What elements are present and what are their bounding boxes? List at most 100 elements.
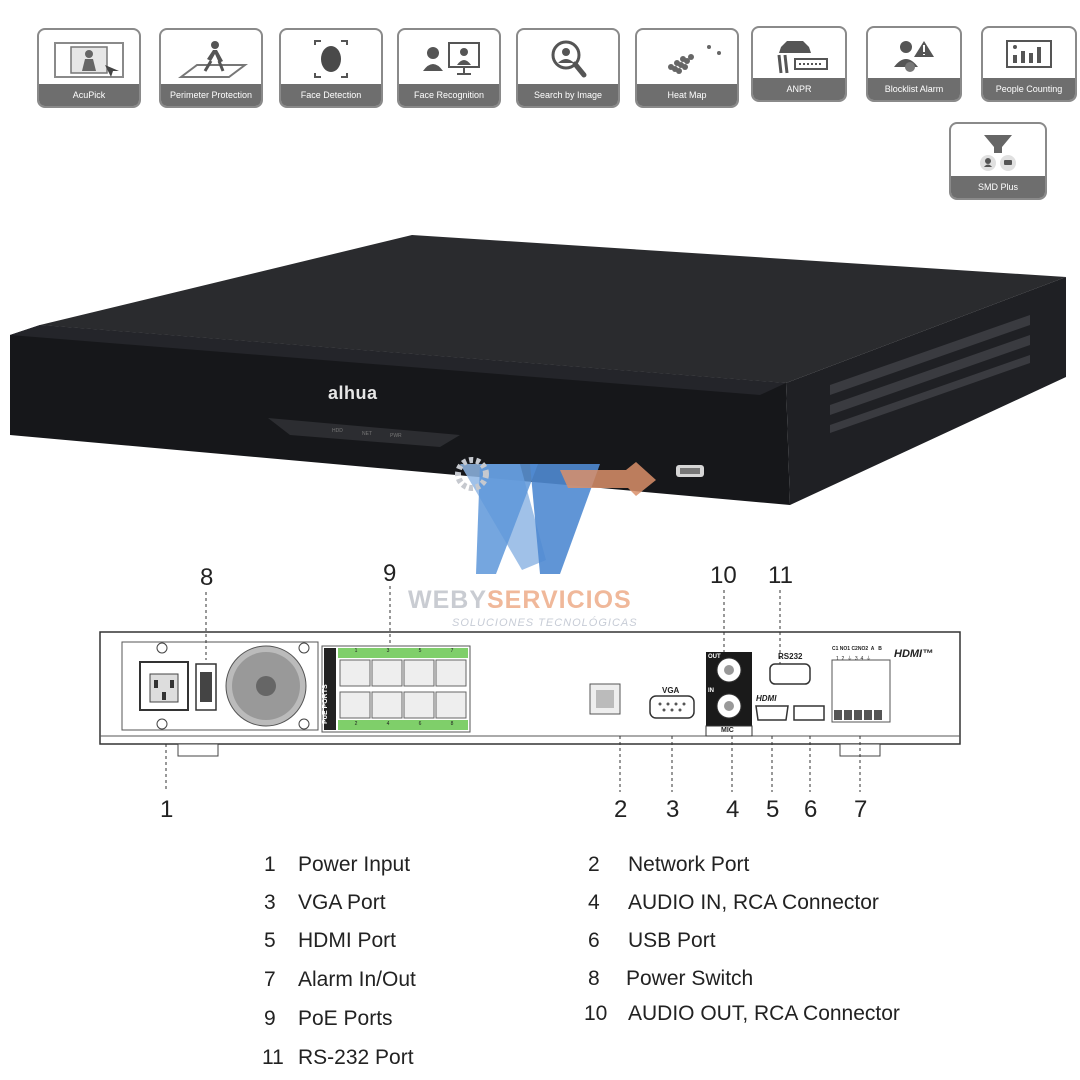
legend-number: 7 <box>264 968 276 991</box>
watermark-logo <box>400 450 690 640</box>
rs232-label: RS232 <box>778 652 803 661</box>
badge-label: ANPR <box>753 78 845 100</box>
legend-number: 3 <box>264 891 276 914</box>
badge-label: Search by Image <box>518 84 618 106</box>
legend-number: 2 <box>588 853 600 876</box>
badge-face-detection: Face Detection <box>279 28 383 108</box>
nvr-rear-panel: PoE PORTS VGA RS232 OUT IN MIC HDMI HDMI… <box>0 560 1080 830</box>
badge-label: AcuPick <box>39 84 139 106</box>
front-led-pwr: PWR <box>390 433 402 439</box>
legend-item: 6 USB Port <box>588 929 716 953</box>
watermark-tagline: SOLUCIONES TECNOLÓGICAS <box>452 617 638 629</box>
badge-label: Face Recognition <box>399 84 499 106</box>
legend-text: Power Switch <box>626 967 754 990</box>
perimeter-protection-icon <box>161 30 261 88</box>
legend-item: 5 HDMI Port <box>264 929 396 953</box>
badge-blocklist-alarm: Blocklist Alarm <box>866 26 962 102</box>
legend-text: Network Port <box>628 853 750 876</box>
brand-logo: alhua <box>328 383 378 403</box>
badge-people-counting: People Counting <box>981 26 1077 102</box>
legend-item: 11 RS-232 Port <box>262 1046 414 1070</box>
heat-map-icon <box>637 30 737 88</box>
badge-perimeter-protection: Perimeter Protection <box>159 28 263 108</box>
badge-label: Face Detection <box>281 84 381 106</box>
callout-8: 8 <box>200 564 214 591</box>
callout-5: 5 <box>766 796 780 823</box>
badge-label: Blocklist Alarm <box>868 78 960 100</box>
hdmi-port-label: HDMI <box>756 694 777 703</box>
callout-1: 1 <box>160 796 174 823</box>
legend-number: 4 <box>588 891 600 914</box>
legend-text: HDMI Port <box>298 929 397 952</box>
nvr-front-view: alhua HDD NET PWR <box>0 225 1080 525</box>
audio-in-label: IN <box>708 688 714 694</box>
legend-number: 11 <box>262 1046 284 1069</box>
legend-text: RS-232 Port <box>298 1046 414 1069</box>
callout-2: 2 <box>614 796 628 823</box>
legend-item: 4 AUDIO IN, RCA Connector <box>588 891 879 915</box>
legend-item: 9 PoE Ports <box>264 1007 393 1031</box>
badge-label: People Counting <box>983 78 1075 100</box>
legend-item: 7 Alarm In/Out <box>264 968 416 992</box>
hdmi-logo: HDMI™ <box>894 648 934 660</box>
legend-number: 6 <box>588 929 600 952</box>
watermark-part1: WEBY <box>408 586 487 614</box>
watermark-part2: SERVICIOS <box>487 586 632 614</box>
legend-item: 1 Power Input <box>264 853 410 877</box>
badge-label: Heat Map <box>637 84 737 106</box>
badge-label: SMD Plus <box>951 176 1045 198</box>
acupick-icon <box>39 30 139 88</box>
poe-port-number: 1 <box>354 648 358 654</box>
face-detection-icon <box>281 30 381 88</box>
vga-label: VGA <box>662 686 680 695</box>
front-led-hdd: HDD <box>332 428 343 434</box>
legend-text: USB Port <box>628 929 716 952</box>
port-legend: 1 Power Input 3 VGA Port 5 HDMI Port 7 A… <box>0 845 1080 1075</box>
badge-acupick: AcuPick <box>37 28 141 108</box>
legend-number: 5 <box>264 929 276 952</box>
legend-text: Power Input <box>298 853 411 876</box>
poe-port-number: 8 <box>450 721 454 727</box>
poe-port-number: 7 <box>450 648 454 654</box>
anpr-icon <box>753 28 845 82</box>
legend-text: AUDIO IN, RCA Connector <box>628 891 879 914</box>
watermark-text: WEBYSERVICIOS <box>408 586 632 615</box>
poe-bottom-port-numbers: 2 4 6 8 <box>340 721 468 727</box>
legend-number: 9 <box>264 1007 276 1030</box>
blocklist-alarm-icon <box>868 28 960 82</box>
smd-plus-icon <box>951 124 1045 180</box>
legend-item: 3 VGA Port <box>264 891 386 915</box>
poe-port-number: 3 <box>386 648 390 654</box>
poe-port-number: 5 <box>418 648 422 654</box>
poe-port-number: 6 <box>418 721 422 727</box>
badge-face-recognition: Face Recognition <box>397 28 501 108</box>
callout-10: 10 <box>710 562 737 589</box>
poe-port-number: 2 <box>354 721 358 727</box>
legend-item: 8 Power Switch <box>588 967 753 991</box>
legend-item: 10 AUDIO OUT, RCA Connector <box>584 1002 900 1026</box>
badge-smd-plus: SMD Plus <box>949 122 1047 200</box>
callout-6: 6 <box>804 796 818 823</box>
people-counting-icon <box>983 28 1075 82</box>
callout-4: 4 <box>726 796 740 823</box>
poe-top-port-numbers: 1 3 5 7 <box>340 648 468 654</box>
feature-badges: AcuPick Perimeter Protection Face Detect… <box>0 0 1080 210</box>
legend-text: AUDIO OUT, RCA Connector <box>628 1002 900 1025</box>
legend-text: Alarm In/Out <box>298 968 416 991</box>
mic-label: MIC <box>721 727 734 734</box>
badge-heat-map: Heat Map <box>635 28 739 108</box>
callout-9: 9 <box>383 560 397 587</box>
face-recognition-icon <box>399 30 499 88</box>
legend-text: VGA Port <box>298 891 386 914</box>
search-by-image-icon <box>518 30 618 88</box>
poe-ports-label: PoE PORTS <box>322 684 329 724</box>
alarm-header-label: C1 NO1 C2NO2 A B <box>832 646 882 652</box>
badge-anpr: ANPR <box>751 26 847 102</box>
legend-number: 1 <box>264 853 276 876</box>
poe-port-number: 4 <box>386 721 390 727</box>
audio-out-label: OUT <box>708 654 721 660</box>
legend-number: 10 <box>584 1002 608 1025</box>
badge-search-by-image: Search by Image <box>516 28 620 108</box>
badge-label: Perimeter Protection <box>161 84 261 106</box>
legend-text: PoE Ports <box>298 1007 393 1030</box>
